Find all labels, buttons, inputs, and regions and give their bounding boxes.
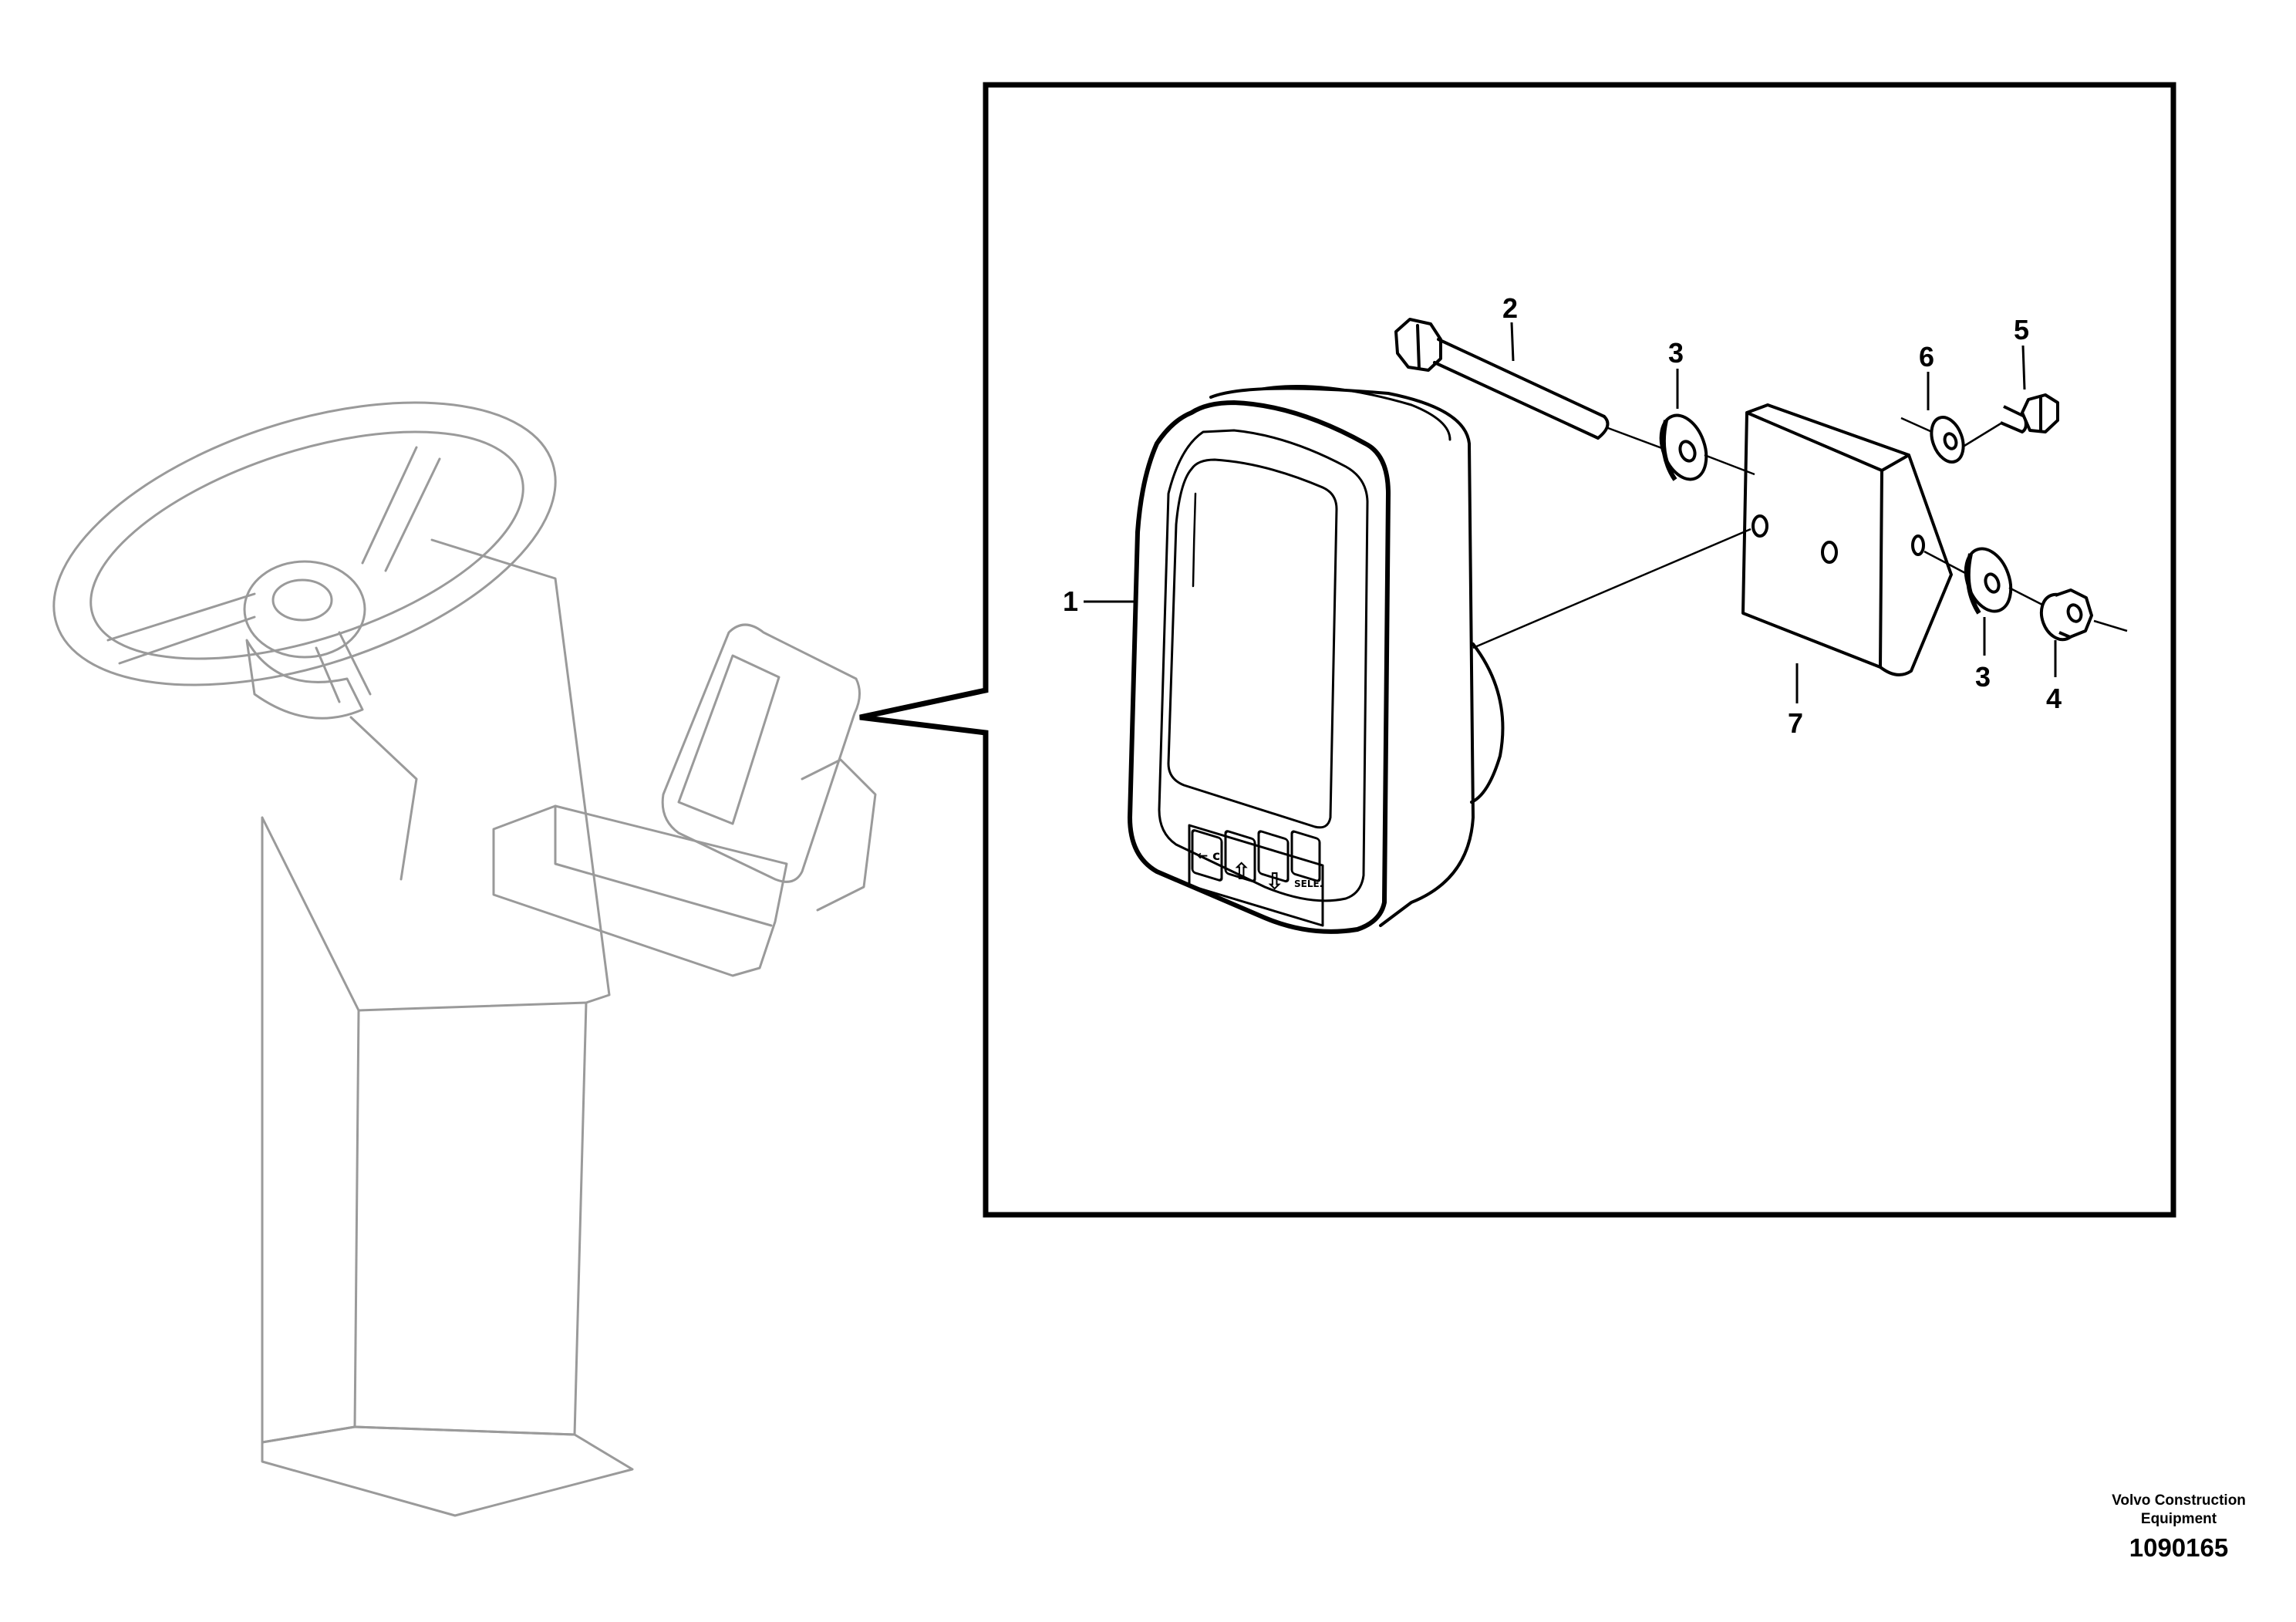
steering-hub-base	[245, 639, 364, 720]
bracket-front-plate	[1741, 411, 1883, 669]
callout-1: 1	[1063, 585, 1078, 617]
bracket-hole	[1911, 534, 1925, 556]
display-front-bezel	[1128, 400, 1391, 934]
steering-wheel-inner-rim	[89, 430, 524, 660]
context-display-mount	[801, 758, 877, 912]
flange-nut	[2039, 588, 2093, 642]
bracket-hole	[1752, 514, 1768, 538]
steering-column-context	[52, 401, 877, 1517]
display-rear-housing	[1209, 386, 1475, 927]
steering-hub	[243, 560, 366, 659]
mounting-bracket	[1741, 403, 1953, 676]
bracket-hole	[1821, 541, 1838, 564]
display-rear-bulge	[1470, 642, 1505, 804]
display-keypad	[1188, 824, 1324, 927]
callout-numbers: 1 2 3 6 5 3 4 7	[1063, 292, 2062, 739]
washer-upper	[1659, 413, 1708, 481]
key-select-label: SELE.	[1294, 878, 1323, 889]
bracket-side-flange	[1879, 454, 1953, 676]
column-base-plate	[261, 1425, 634, 1517]
key-select[interactable]	[1290, 830, 1321, 882]
callout-3-lower: 3	[1975, 661, 1991, 693]
steering-spoke	[106, 592, 256, 665]
callout-2: 2	[1502, 292, 1518, 324]
column-upper-left	[349, 716, 418, 881]
key-back[interactable]	[1191, 829, 1223, 882]
manufacturer-label: Volvo Construction Equipment	[2082, 1492, 2275, 1529]
callout-3-upper: 3	[1668, 337, 1684, 369]
key-back-label: ← c	[1197, 848, 1220, 864]
context-display-screen	[677, 654, 781, 825]
display-unit	[1128, 385, 1505, 934]
steering-wheel-rim	[52, 401, 557, 686]
key-up-label: ⇧	[1232, 858, 1251, 885]
key-up[interactable]	[1224, 830, 1256, 882]
key-down-label: ⇩	[1265, 868, 1284, 895]
key-down[interactable]	[1257, 830, 1290, 883]
keypad-glyphs: ← c ⇧ ⇩ SELE.	[1197, 848, 1323, 895]
long-bolt	[1394, 318, 1610, 440]
leader-lines	[1084, 322, 2057, 703]
manufacturer-line-2: Equipment	[2140, 1511, 2217, 1527]
washer-lower	[1964, 547, 2013, 615]
short-bolt	[2000, 393, 2059, 433]
callout-5: 5	[2014, 314, 2029, 346]
callout-4: 4	[2046, 683, 2062, 714]
document-number: 1090165	[2129, 1533, 2229, 1562]
context-display-unit	[661, 623, 861, 883]
column-body	[261, 816, 360, 1444]
display-screen	[1167, 458, 1338, 829]
assembly-center-lines	[1472, 416, 2128, 649]
steering-spoke	[315, 631, 372, 703]
manufacturer-line-1: Volvo Construction	[2112, 1492, 2246, 1509]
callout-7: 7	[1788, 707, 1803, 739]
bolt-shank	[1433, 338, 1606, 440]
arm-rest	[492, 804, 788, 977]
callout-6: 6	[1919, 341, 1934, 373]
arm-rest-edge	[554, 804, 773, 927]
small-washer	[1930, 416, 1965, 464]
column-upper	[430, 538, 611, 1004]
column-front	[353, 1001, 588, 1436]
steering-spoke	[361, 446, 441, 572]
detail-frame	[859, 82, 2176, 1218]
steering-hub-cap	[271, 578, 333, 622]
